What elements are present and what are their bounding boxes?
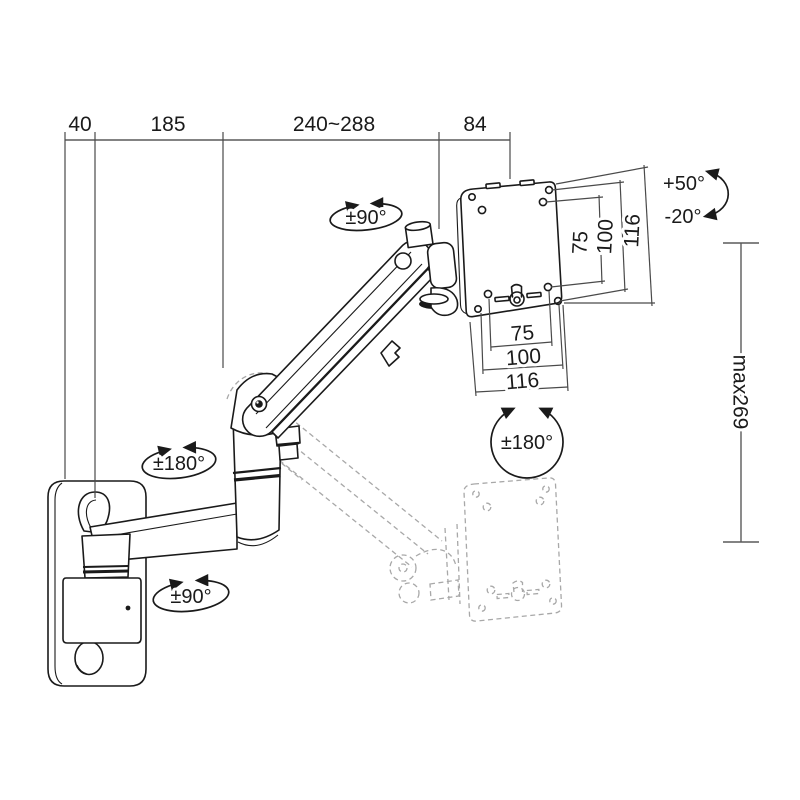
vesa-hole <box>477 205 487 215</box>
arm-pivot-hole <box>394 252 412 270</box>
vesa-rotation-label: ±180° <box>501 432 553 454</box>
cable-clip <box>380 340 401 367</box>
head-swivel-label: ±90° <box>345 207 386 229</box>
keyhole <box>509 291 525 307</box>
vesa-height-dimensions: 75 100 116 <box>545 164 655 307</box>
vesa-rotation-annotation <box>490 407 564 479</box>
plate-corner-hole <box>467 193 476 202</box>
head-swivel-annotation <box>329 197 403 232</box>
dim-label-head: 84 <box>463 113 487 136</box>
vesa-height-75: 75 <box>568 230 592 255</box>
vesa-width-dimensions: 75 100 116 <box>469 290 569 397</box>
rotation-arrow <box>329 197 403 232</box>
wall-swivel-annotation <box>152 573 230 613</box>
swivel-column <box>232 412 282 547</box>
dim-label-lower-arm: 185 <box>150 113 185 136</box>
dim-label-wall-depth: 40 <box>68 113 91 136</box>
vesa-hole <box>483 289 493 299</box>
vesa-width-75: 75 <box>510 321 535 346</box>
plate-slot <box>526 291 542 299</box>
top-dimension-chain: 40 185 240~288 84 <box>64 113 511 498</box>
tilt-arrow <box>702 168 730 221</box>
ghost-vesa-plate <box>463 477 563 622</box>
vesa-width-100: 100 <box>505 345 542 371</box>
vesa-height-116: 116 <box>620 213 645 248</box>
elbow-swivel-label: ±180° <box>153 453 205 475</box>
screw-dot <box>125 605 131 611</box>
plate-slot <box>494 295 510 303</box>
rotation-arrow <box>152 573 230 613</box>
vesa-plate <box>456 179 563 318</box>
height-dimension: max269 <box>723 242 759 543</box>
vesa-width-116: 116 <box>505 369 540 395</box>
gas-spring-arm <box>241 239 435 439</box>
rotation-arrow <box>141 441 217 480</box>
dim-label-upper-arm: 240~288 <box>293 113 375 136</box>
vesa-height-100: 100 <box>593 219 618 255</box>
tilt-annotation: +50° -20° <box>663 168 730 228</box>
dim-label-max-height: max269 <box>729 355 752 430</box>
tilt-down-label: -20° <box>665 206 702 228</box>
rotation-arrow <box>490 407 564 479</box>
wall-swivel-label: ±90° <box>170 586 211 608</box>
wall-swivel-joint <box>62 533 142 644</box>
plate-top-tab <box>485 182 501 190</box>
tilt-up-label: +50° <box>663 173 705 195</box>
plate-corner-hole <box>473 304 482 313</box>
head-joint <box>404 220 459 317</box>
plate-top-tab <box>519 179 535 187</box>
elbow-swivel-annotation <box>141 441 217 480</box>
